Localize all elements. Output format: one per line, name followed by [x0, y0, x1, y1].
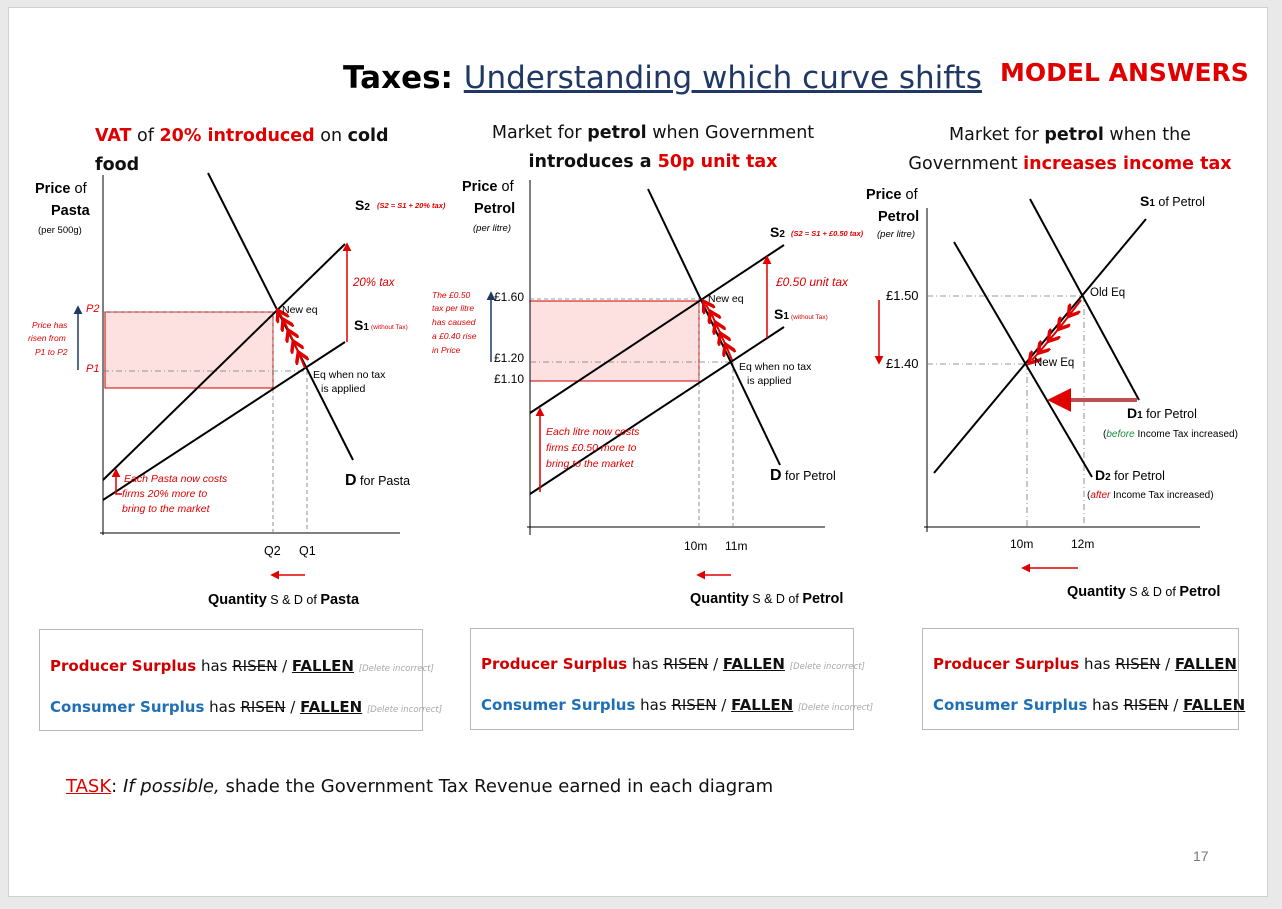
d1-new-eq-label: New eq	[282, 304, 318, 316]
d1-s2-label: S2	[355, 197, 370, 213]
consumer-surplus-line: Consumer Surplus has RISEN / FALLEN	[933, 696, 1246, 714]
diagram3: Price of Petrol S1 of Petrol Old Eq New …	[866, 187, 1238, 600]
d2-y-label-2: Petrol	[474, 201, 515, 217]
d1-p1-label: P1	[86, 363, 99, 375]
d2-s2-curve	[529, 244, 785, 414]
d3-old-eq-label: Old Eq	[1090, 287, 1125, 299]
d3-x-label: Quantity S & D of Petrol	[1067, 584, 1220, 600]
d2-y-unit: (per litre)	[473, 223, 511, 234]
d3-d1-label: D1 for Petrol	[1127, 405, 1197, 421]
page-number: 17	[1193, 848, 1209, 864]
d2-11m-label: 11m	[725, 539, 747, 553]
d1-s1-curve	[102, 341, 346, 501]
d1-cost-note-3: bring to the market	[122, 503, 211, 515]
d1-p2-label: P2	[86, 303, 99, 315]
d3-y-label-2: Petrol	[878, 209, 919, 225]
d1-price-note-2: risen from	[28, 333, 66, 343]
d2-s2-formula: (S2 = S1 + £0.50 tax)	[791, 229, 864, 238]
slide-title: Taxes: Understanding which curve shifts	[343, 60, 982, 96]
d1-s2-formula: (S2 = S1 + 20% tax)	[377, 201, 446, 210]
d1-tax-revenue-area	[104, 311, 274, 389]
d1-cost-note-1: Each Pasta now costs	[124, 473, 228, 485]
slide	[8, 7, 1268, 897]
d3-d2-label: D2 for Petrol	[1095, 467, 1165, 483]
d2-demand-label: D for Petrol	[770, 467, 836, 484]
d3-d2-note: (after Income Tax increased)	[1087, 490, 1214, 501]
d3-d2-curve	[953, 241, 1093, 478]
diagram2: Price of Petrol (per litre) S2 (S2 = S1 …	[432, 179, 915, 607]
diagram2-heading: Market for petrol when Government introd…	[491, 123, 815, 172]
d1-eq-label-1: Eq when no tax	[313, 369, 386, 381]
d3-new-eq-label: New Eq	[1034, 357, 1074, 369]
d2-cost-note-3: bring to the market	[546, 458, 635, 470]
diagram1: Price of Pasta (per 500g) S2 (S2 = S1 + …	[28, 172, 446, 608]
d2-tax-note-3: has caused	[432, 317, 476, 327]
d1-s2-curve	[102, 243, 346, 481]
d1-y-label-1: Price of	[35, 181, 88, 197]
d1-demand-label: D for Pasta	[345, 472, 410, 489]
diagram1-heading: VAT of 20% introduced on cold food	[95, 126, 389, 175]
d2-y-label-1: Price of	[462, 179, 515, 195]
producer-surplus-line: Producer Surplus has RISEN / FALLEN	[933, 655, 1237, 673]
d1-price-note-3: P1 to P2	[35, 347, 68, 357]
d3-p150-label: £1.50	[886, 288, 919, 303]
d1-s1-label: S1	[354, 317, 369, 333]
d1-price-note-1: Price has	[32, 320, 68, 330]
d3-p140-label: £1.40	[886, 356, 919, 371]
d2-p160-label: £1.60	[494, 290, 524, 304]
d1-tax-label: 20% tax	[352, 277, 396, 289]
d3-12m-label: 12m	[1071, 537, 1094, 551]
producer-surplus-line: Producer Surplus has RISEN / FALLEN [Del…	[481, 655, 865, 673]
d2-eq-label-1: Eq when no tax	[739, 361, 812, 373]
answer-box-1: Producer Surplus has RISEN / FALLEN [Del…	[39, 629, 442, 731]
d2-p110-label: £1.10	[494, 372, 524, 386]
d1-y-label-2: Pasta	[51, 203, 91, 219]
task-instruction: TASK: If possible, shade the Government …	[66, 776, 774, 797]
d1-y-unit: (per 500g)	[38, 225, 82, 236]
d3-10m-label: 10m	[1010, 537, 1033, 551]
d3-d1-curve	[1029, 198, 1140, 401]
diagram3-heading: Market for petrol when the Government in…	[908, 125, 1232, 174]
d2-unit-tag: (per litre)	[877, 229, 915, 240]
answer-box-3: Producer Surplus has RISEN / FALLEN Cons…	[922, 628, 1245, 730]
d2-new-eq-label: New eq	[708, 293, 744, 305]
d1-cost-note-2: firms 20% more to	[122, 488, 207, 500]
d3-eq-move-arrows	[1032, 299, 1082, 360]
d1-eq-move-arrows	[280, 314, 305, 369]
d2-10m-label: 10m	[684, 539, 707, 553]
d2-tax-note-4: a £0.40 rise	[432, 331, 477, 341]
d2-tax-note-1: The £0.50	[432, 290, 471, 300]
d1-x-label: Quantity S & D of Pasta	[208, 592, 360, 608]
producer-surplus-line: Producer Surplus has RISEN / FALLEN [Del…	[50, 657, 434, 675]
d1-q1-label: Q1	[299, 544, 316, 558]
d1-eq-label-2: is applied	[321, 383, 366, 395]
d2-eq-label-2: is applied	[747, 375, 792, 387]
d2-s2-label: S2	[770, 224, 785, 240]
d2-cost-note-2: firms £0.50 more to	[546, 442, 637, 454]
d2-tax-revenue-area	[529, 300, 700, 382]
d3-d1-note: (before Income Tax increased)	[1103, 429, 1238, 440]
d2-cost-note-1: Each litre now costs	[546, 426, 640, 438]
d2-x-label: Quantity S & D of Petrol	[690, 591, 843, 607]
d2-tax-note-2: tax per litre	[432, 303, 474, 313]
d3-s1-label: S1 of Petrol	[1140, 193, 1205, 209]
consumer-surplus-line: Consumer Surplus has RISEN / FALLEN [Del…	[50, 698, 443, 716]
d2-tax-note-5: in Price	[432, 345, 461, 355]
d2-s1-curve	[529, 326, 785, 495]
d3-y-label-1: Price of	[866, 187, 919, 203]
answer-box-2: Producer Surplus has RISEN / FALLEN [Del…	[470, 628, 873, 730]
d1-cost-arrow	[111, 468, 122, 495]
consumer-surplus-line: Consumer Surplus has RISEN / FALLEN [Del…	[481, 696, 874, 714]
d2-s1-label: S1	[774, 306, 789, 322]
d2-s1-note: (without Tax)	[791, 314, 828, 321]
d2-eq-move-arrows	[706, 305, 732, 361]
d1-s1-note: (without Tax)	[371, 324, 408, 331]
d2-tax-label: £0.50 unit tax	[775, 275, 849, 289]
model-answers-label: MODEL ANSWERS	[1000, 58, 1249, 87]
d1-q2-label: Q2	[264, 544, 281, 558]
d2-p120-label: £1.20	[494, 351, 524, 365]
